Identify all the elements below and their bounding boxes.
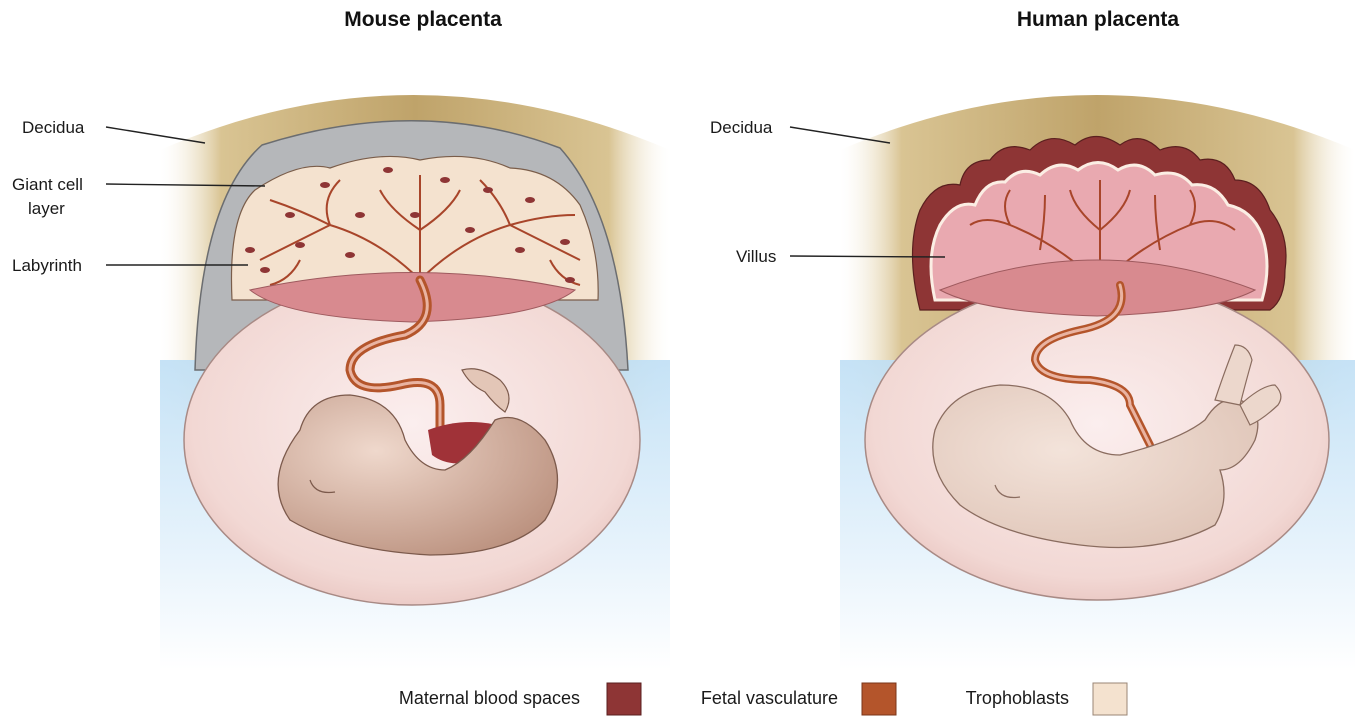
human-panel: Human placenta Decidua Villus: [710, 8, 1355, 670]
legend-swatch-maternal: [607, 683, 641, 715]
human-label-villus: Villus: [736, 247, 776, 266]
legend-label-maternal: Maternal blood spaces: [399, 688, 580, 708]
human-leader-villus: [790, 256, 945, 257]
legend-label-fetal: Fetal vasculature: [701, 688, 838, 708]
human-label-decidua: Decidua: [710, 118, 773, 137]
mouse-label-giant-cell-2: layer: [28, 199, 65, 218]
mouse-label-decidua: Decidua: [22, 118, 85, 137]
human-leader-decidua: [790, 127, 890, 143]
legend: Maternal blood spaces Fetal vasculature …: [399, 683, 1127, 715]
mouse-leader-decidua: [106, 127, 205, 143]
mouse-label-giant-cell-1: Giant cell: [12, 175, 83, 194]
human-title: Human placenta: [1017, 8, 1180, 31]
mouse-title: Mouse placenta: [344, 8, 502, 31]
legend-swatch-trophoblasts: [1093, 683, 1127, 715]
mouse-label-labyrinth: Labyrinth: [12, 256, 82, 275]
mouse-amniotic-sac: [184, 275, 640, 605]
legend-label-trophoblasts: Trophoblasts: [966, 688, 1069, 708]
legend-swatch-fetal: [862, 683, 896, 715]
mouse-panel: Mouse placenta: [12, 8, 670, 670]
